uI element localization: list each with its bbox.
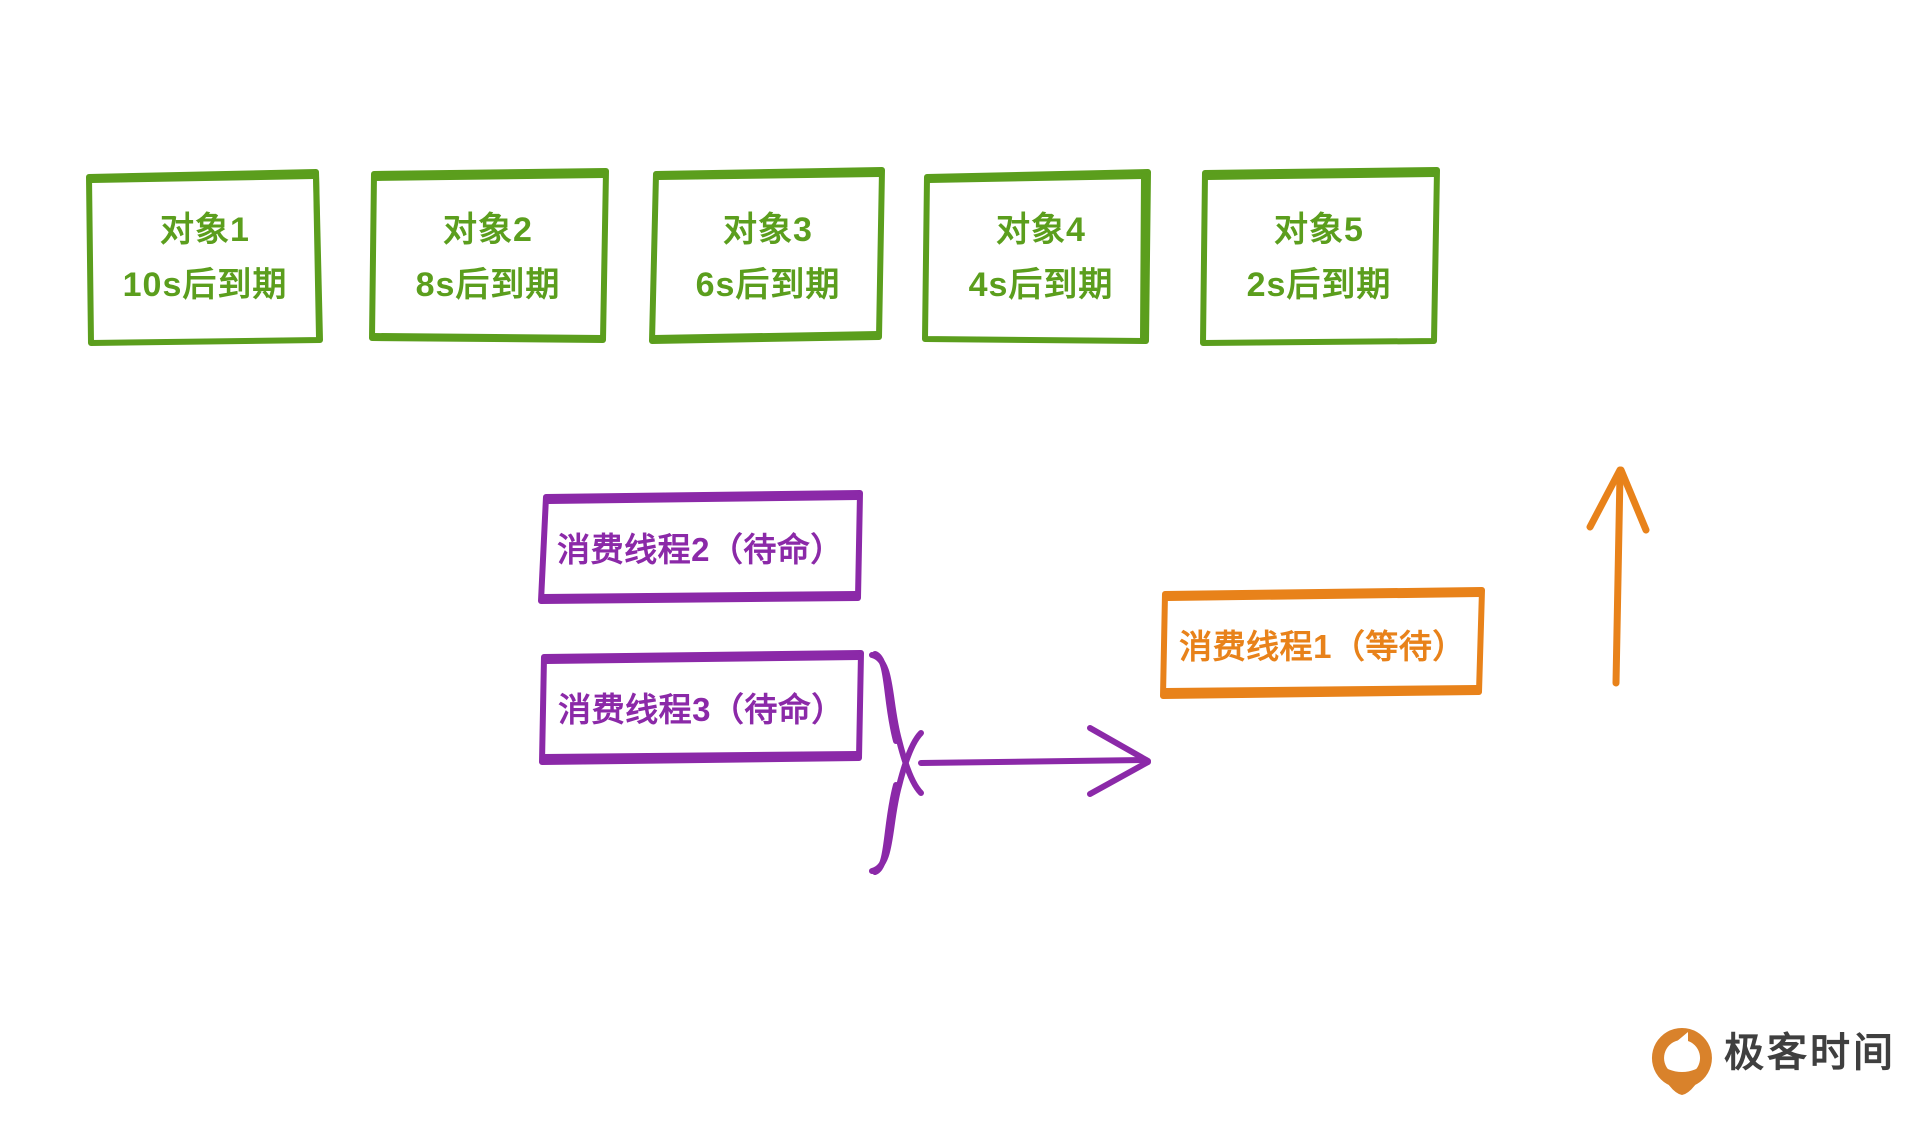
object-box-3-outline	[649, 167, 885, 344]
waiting-thread-2-outline	[538, 490, 863, 604]
purple-brace	[869, 651, 924, 875]
purple-right-arrow	[918, 725, 1151, 797]
geektime-logo-icon	[1651, 1028, 1712, 1095]
waiting-thread-3-outline	[539, 650, 864, 765]
geektime-logo-icon-slot	[1648, 1018, 1710, 1088]
object-box-4-outline	[922, 169, 1151, 344]
geektime-logo-text: 极客时间	[1724, 1031, 1896, 1075]
object-box-1-outline	[86, 169, 323, 346]
orange-up-arrow	[1586, 466, 1650, 687]
object-box-5-outline	[1200, 167, 1440, 346]
object-box-2-outline	[369, 168, 609, 343]
geektime-logo: 极客时间	[1648, 1018, 1896, 1088]
active-thread-outline	[1160, 587, 1485, 699]
